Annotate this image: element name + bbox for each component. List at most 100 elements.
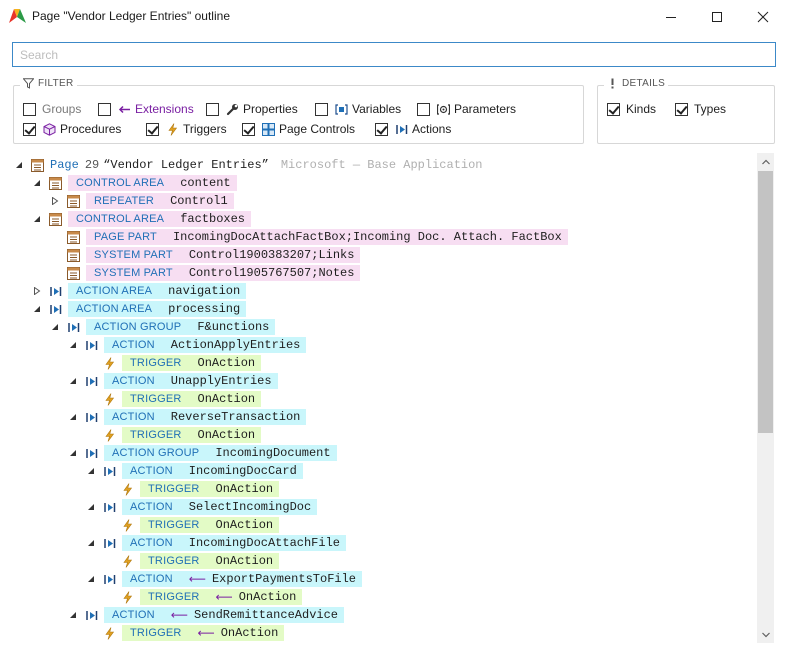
action-icon: [48, 302, 62, 316]
filter-variables-option[interactable]: Variables: [315, 101, 401, 117]
node-kind: CONTROL AREA: [68, 211, 173, 227]
node-kind: PAGE PART: [86, 229, 165, 245]
minimize-button[interactable]: [648, 0, 694, 33]
node-name: factboxes: [172, 211, 251, 227]
vertical-scrollbar[interactable]: [757, 153, 774, 643]
tree-node[interactable]: ACTION⟵SendRemittanceAdvice: [68, 606, 344, 624]
node-kind: ACTION: [104, 373, 163, 389]
expanded-icon[interactable]: [86, 538, 96, 548]
tree-node[interactable]: ACTION⟵ExportPaymentsToFile: [86, 570, 362, 588]
filter-actions-option[interactable]: Actions: [375, 121, 451, 137]
filter-page-controls-option[interactable]: Page Controls: [242, 121, 355, 137]
exclamation-icon: [611, 78, 614, 89]
action-icon: [394, 122, 408, 136]
node-kind: REPEATER: [86, 193, 163, 209]
filter-groups-option[interactable]: Groups: [23, 101, 81, 117]
expanded-icon[interactable]: [32, 214, 42, 224]
details-kinds-option[interactable]: Kinds: [607, 101, 656, 117]
page-control-icon: [66, 248, 80, 262]
spacer: [104, 520, 114, 530]
filter-parameters-option[interactable]: Parameters: [417, 101, 516, 117]
scroll-up-button[interactable]: [757, 153, 774, 170]
filter-triggers-option[interactable]: Triggers: [146, 121, 227, 137]
details-kinds-checkbox[interactable]: [607, 102, 620, 116]
collapsed-icon[interactable]: [50, 196, 60, 206]
outline-tree[interactable]: Page 29 “Vendor Ledger Entries” Microsof…: [0, 156, 757, 648]
lightning-icon: [102, 428, 116, 442]
expanded-icon[interactable]: [86, 574, 96, 584]
filter-procedures-checkbox[interactable]: [23, 122, 36, 136]
expanded-icon[interactable]: [68, 376, 78, 386]
search-input[interactable]: [12, 42, 776, 67]
expanded-icon[interactable]: [32, 178, 42, 188]
filter-triggers-checkbox[interactable]: [146, 122, 159, 136]
expanded-icon[interactable]: [68, 610, 78, 620]
page-controls-icon: [261, 122, 275, 136]
scroll-down-button[interactable]: [757, 626, 774, 643]
filter-extensions-option[interactable]: Extensions: [98, 101, 194, 117]
node-name-text: ReverseTransaction: [170, 410, 301, 424]
expanded-icon[interactable]: [68, 340, 78, 350]
maximize-button[interactable]: [694, 0, 740, 33]
filter-parameters-checkbox[interactable]: [417, 102, 430, 116]
expanded-icon[interactable]: [86, 502, 96, 512]
filter-groups-checkbox[interactable]: [23, 102, 36, 116]
spacer: [86, 430, 96, 440]
expanded-icon[interactable]: [14, 160, 24, 170]
filter-variables-checkbox[interactable]: [315, 102, 328, 116]
node-name: OnAction: [207, 553, 280, 569]
filter-extensions-checkbox[interactable]: [98, 102, 111, 116]
details-types-checkbox[interactable]: [675, 102, 688, 116]
filter-procedures-option[interactable]: Procedures: [23, 121, 121, 137]
expanded-icon[interactable]: [50, 322, 60, 332]
expanded-icon[interactable]: [68, 448, 78, 458]
node-kind: ACTION AREA: [68, 283, 161, 299]
node-kind: TRIGGER: [140, 589, 208, 605]
page-control-icon: [48, 176, 62, 190]
filter-properties-checkbox[interactable]: [206, 102, 219, 116]
tree-node[interactable]: TRIGGER⟵OnAction: [86, 624, 285, 642]
close-button[interactable]: [740, 0, 786, 33]
action-icon: [84, 374, 98, 388]
filter-actions-checkbox[interactable]: [375, 122, 388, 136]
details-title-text: DETAILS: [622, 78, 666, 89]
tree-root[interactable]: Page 29 “Vendor Ledger Entries” Microsof…: [14, 156, 483, 174]
expanded-icon[interactable]: [68, 412, 78, 422]
node-separator: ;: [311, 248, 319, 262]
filter-page-controls-checkbox[interactable]: [242, 122, 255, 136]
expanded-icon[interactable]: [86, 466, 96, 476]
action-icon: [48, 284, 62, 298]
collapsed-icon[interactable]: [32, 286, 42, 296]
details-types-option[interactable]: Types: [675, 101, 726, 117]
expanded-icon[interactable]: [32, 304, 42, 314]
scroll-thumb[interactable]: [758, 171, 773, 433]
app-logo-icon: [9, 9, 26, 23]
filter-properties-option[interactable]: Properties: [206, 101, 298, 117]
tree-node[interactable]: TRIGGER⟵OnAction: [104, 588, 303, 606]
parameter-icon: [436, 102, 450, 116]
node-kind: ACTION GROUP: [104, 445, 208, 461]
filter-triggers-label: Triggers: [183, 122, 227, 136]
